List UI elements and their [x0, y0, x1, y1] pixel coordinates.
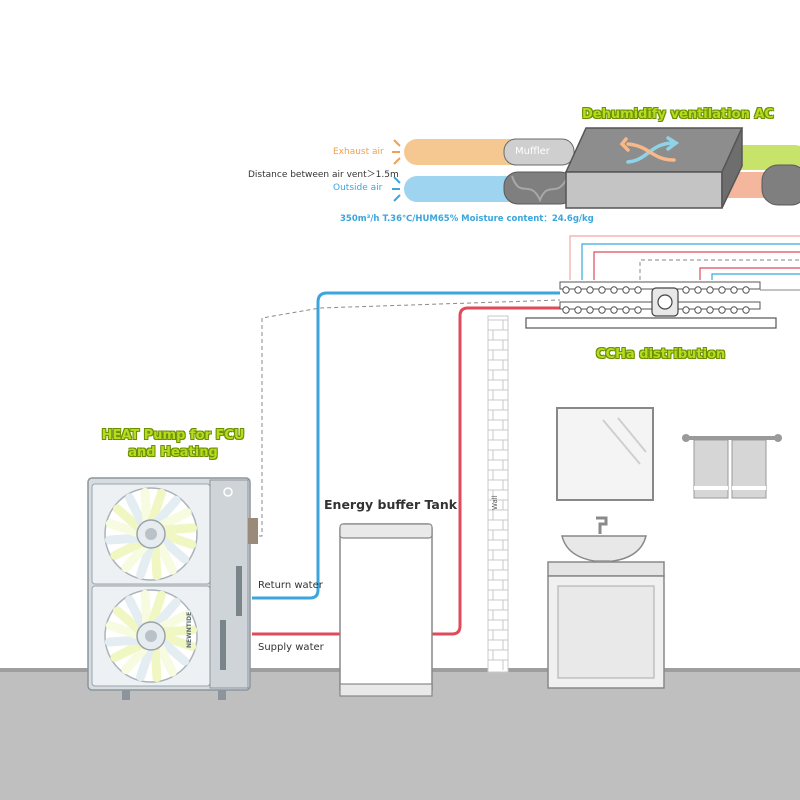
dehumidify-ac-unit [564, 127, 744, 209]
muffler-label: Muffler [515, 146, 550, 157]
exhaust-air-icon [392, 139, 401, 165]
fan-icon [104, 487, 198, 581]
heat-pump-title-line2: and Heating [128, 445, 218, 460]
heat-pump-brand: NEWNTIDE [186, 611, 193, 648]
supply-water-label: Supply water [258, 642, 324, 653]
ventilation-title: Dehumidify ventilation AC [582, 107, 774, 122]
distance-label: Distance between air vent＞1.5m [248, 170, 399, 180]
brick-wall [487, 315, 509, 673]
exhaust-air-label: Exhaust air [333, 147, 384, 157]
bathroom-mirror [556, 407, 654, 501]
ccha-distribution-manifold [525, 281, 777, 329]
distribution-title: CCHa distribution [596, 347, 726, 362]
exhaust-air-pipe [404, 138, 575, 166]
towel-rack [682, 434, 782, 499]
branch-lines [569, 235, 800, 291]
return-water-label: Return water [258, 580, 323, 591]
airflow-arrows-icon [619, 136, 680, 164]
outside-air-label: Outside air [333, 183, 383, 193]
energy-buffer-tank [339, 523, 433, 697]
return-water-pipe [252, 291, 560, 600]
fan-icon [104, 589, 198, 683]
condensate-dashed-line [252, 299, 561, 537]
airflow-spec-label: 350m³/h T.36℃/HUM65% Moisture content：24… [340, 214, 594, 224]
wall-label: Wall [491, 495, 499, 510]
sink-vanity [547, 516, 665, 689]
outside-air-icon [392, 176, 401, 202]
outside-air-pipe [404, 171, 575, 205]
heat-pump-title-line1: HEAT Pump for FCU [101, 428, 245, 443]
tank-to-manifold-pipe [432, 306, 560, 636]
tank-title: Energy buffer Tank [324, 497, 458, 512]
